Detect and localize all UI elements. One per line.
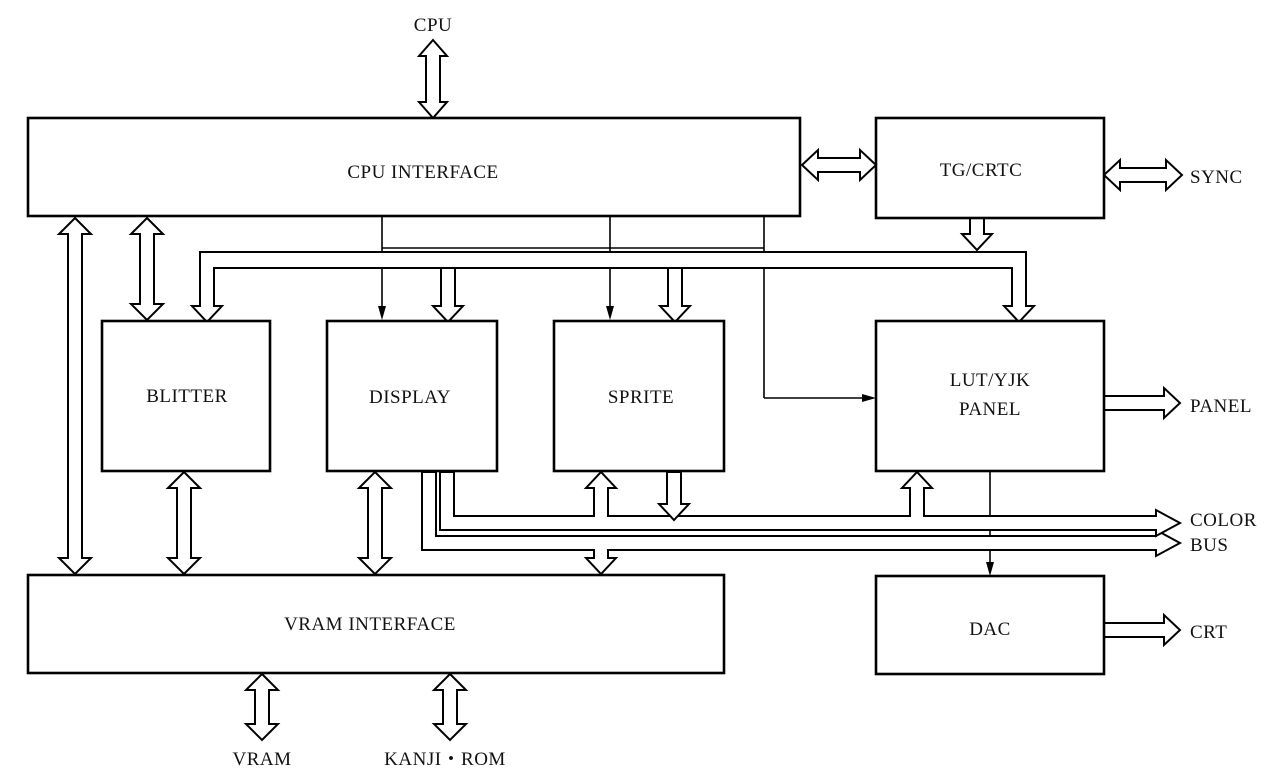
sprite-label: SPRITE	[608, 387, 674, 408]
dac-label: DAC	[969, 619, 1011, 640]
display-block: DISPLAY	[325, 319, 499, 473]
signal-vram-label: VRAM	[232, 749, 291, 770]
cpu-interface-label: CPU INTERFACE	[347, 162, 498, 183]
bus-display-to-vram-interface	[421, 471, 1183, 576]
display-label: DISPLAY	[369, 387, 451, 408]
bus-cpu-bidir	[416, 38, 450, 120]
blitter-block: BLITTER	[100, 319, 272, 473]
cpu-interface-block: CPU INTERFACE	[26, 116, 802, 218]
signal-labels: CPU SYNC PANEL COLOR BUS CRT VRAM KANJI・…	[232, 15, 1256, 770]
signal-cpu-label: CPU	[414, 15, 452, 36]
bus-crt-out	[1103, 612, 1182, 648]
arrowhead-dac	[986, 562, 994, 576]
bus-arrows	[56, 38, 1184, 742]
tg-crtc-block: TG/CRTC	[874, 116, 1106, 220]
lut-yjk-label: LUT/YJK	[950, 370, 1031, 391]
bus-drop-display	[430, 267, 466, 324]
bus-cpu-blitter-bidir	[128, 216, 166, 322]
signal-color-label: COLOR	[1190, 510, 1257, 531]
dac-block: DAC	[874, 574, 1106, 676]
signal-kanji-rom-label: KANJI・ROM	[384, 749, 506, 770]
signal-crt-label: CRT	[1190, 622, 1227, 643]
bus-display-vram-bidir	[356, 470, 394, 576]
tg-crtc-label: TG/CRTC	[940, 160, 1023, 181]
arrowhead-lut	[862, 394, 876, 402]
bus-sync-bidir	[1102, 157, 1184, 193]
bus-kanji-rom-bidir	[431, 672, 469, 742]
bus-blitter-vram-bidir	[165, 470, 203, 576]
lut-yjk-panel-block: LUT/YJK PANEL	[874, 319, 1106, 473]
bus-tg-down	[959, 217, 995, 252]
vram-interface-block: VRAM INTERFACE	[26, 573, 726, 675]
signal-panel-label: PANEL	[1190, 396, 1252, 417]
bus-color-bus	[439, 470, 1183, 538]
blitter-label: BLITTER	[146, 386, 228, 407]
bus-sprite-down	[656, 471, 692, 522]
signal-sync-label: SYNC	[1190, 167, 1243, 188]
bus-cpu-vram-bidir	[56, 216, 94, 576]
sprite-block: SPRITE	[552, 319, 726, 473]
signal-bus-label: BUS	[1190, 535, 1228, 556]
vram-interface-label: VRAM INTERFACE	[284, 614, 456, 635]
bus-cpu-tg-bidir	[800, 147, 878, 183]
lut-panel-label: PANEL	[959, 399, 1021, 420]
bus-internal-horizontal	[189, 251, 1037, 324]
bus-drop-sprite	[657, 267, 693, 324]
bus-panel-out	[1103, 385, 1182, 421]
bus-vram-bidir	[243, 672, 281, 742]
arrowhead-display	[378, 306, 386, 320]
arrowhead-sprite	[606, 306, 614, 320]
